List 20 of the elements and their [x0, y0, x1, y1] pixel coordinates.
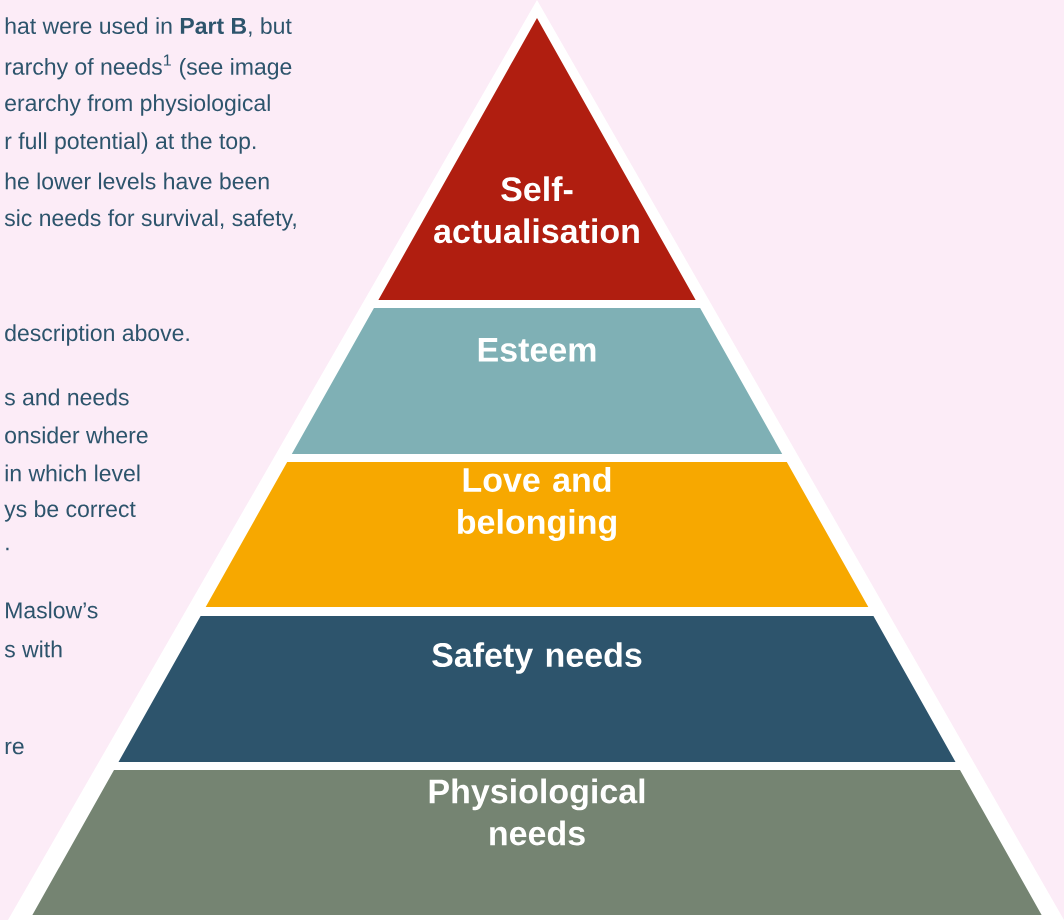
body-text: re: [5, 741, 24, 755]
body-text: hat were used in Part B, but: [5, 17, 292, 37]
body-text: ys be correct: [4, 500, 136, 522]
pyramid-level: Love and belonging: [205, 462, 869, 607]
body-text: Maslow’s: [6, 601, 98, 619]
pyramid-level: Safety needs: [118, 616, 956, 762]
body-text: onsider where: [5, 426, 148, 444]
pyramid-level: Esteem: [291, 308, 783, 454]
body-text: he lower levels have been: [5, 172, 269, 190]
body-text: description above.: [5, 324, 189, 346]
pyramid-level: Self-actualisation: [378, 18, 696, 300]
body-text: sic needs for survival, safety,: [4, 209, 296, 231]
pyramid-level: Physiological needs: [32, 770, 1042, 915]
body-text: rarchy of needs$^{1}$ (see image: [5, 54, 292, 80]
body-text: .: [6, 547, 9, 551]
body-text: s with: [4, 640, 62, 658]
body-text: r full potential) at the top.: [5, 132, 256, 154]
body-text: in which level: [5, 464, 140, 482]
body-text: erarchy from physiological: [5, 94, 270, 116]
body-text: s and needs: [4, 388, 129, 406]
